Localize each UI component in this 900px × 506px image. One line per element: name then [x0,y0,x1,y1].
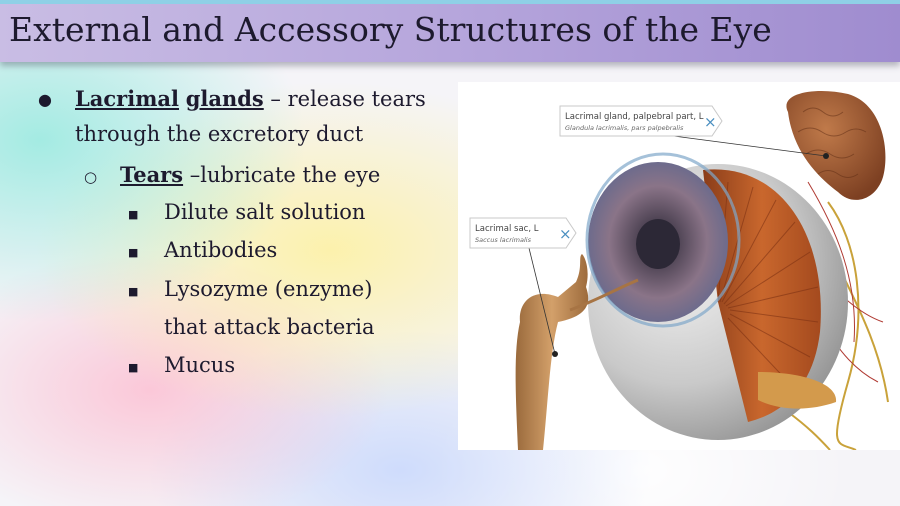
bullet-lacrimal-glands: Lacrimal glands – release tears [75,86,426,111]
bullet-marker-level2: ○ [84,168,98,186]
leader-line-sac [527,243,556,355]
slide-title: External and Accessory Structures of the… [9,10,772,49]
callout-sac-title: Lacrimal sac, L [475,224,539,234]
pupil [636,219,680,269]
term-lacrimal: Lacrimal [75,86,180,111]
callout-gland-title: Lacrimal gland, palpebral part, L [565,112,704,122]
gland-lobules [797,107,867,178]
leader-dot-sac [552,351,558,357]
callout-gland-subtitle: Glandula lacrimalis, pars palpebralis [565,124,684,132]
bullet-marker-level3: ■ [128,285,139,298]
extraocular-muscle [703,169,821,422]
bullet-marker-level3: ■ [128,361,139,374]
term-glands: glands [185,86,264,111]
bullet-antibodies: Antibodies [164,238,278,262]
bullet-mucus: Mucus [164,353,236,377]
lacrimal-sac [515,254,589,450]
bullet-marker-level3: ■ [128,246,139,259]
bullet-lysozyme-continued: that attack bacteria [164,315,375,339]
lens-section [758,372,837,409]
callout-lacrimal-sac[interactable]: Lacrimal sac, L Saccus lacrimalis × [469,217,577,249]
title-bar: External and Accessory Structures of the… [0,0,900,62]
eye-illustration: Lacrimal gland, palpebral part, L Glandu… [458,82,900,450]
lacrimal-canaliculus [569,278,639,312]
bullet-text: – release tears [263,87,426,111]
close-icon[interactable]: × [704,113,717,131]
callout-lacrimal-gland[interactable]: Lacrimal gland, palpebral part, L Glandu… [559,105,723,137]
bullet-text-continued: through the excretory duct [75,122,364,146]
term-tears: Tears [120,162,184,187]
cornea [585,152,741,328]
lacrimal-gland [786,91,886,200]
leader-dot-gland [823,153,829,159]
bullet-marker-level3: ■ [128,208,139,221]
bullet-salt-solution: Dilute salt solution [164,200,366,224]
bullet-text: –lubricate the eye [183,163,381,187]
bullet-marker-level1: ● [38,90,52,109]
bullet-lysozyme: Lysozyme (enzyme) [164,277,373,301]
eye-anatomy-drawing: Lacrimal gland, palpebral part, L Glandu… [469,91,889,450]
close-icon[interactable]: × [559,225,572,243]
bullet-tears: Tears –lubricate the eye [120,162,380,187]
callout-sac-subtitle: Saccus lacrimalis [475,236,532,244]
